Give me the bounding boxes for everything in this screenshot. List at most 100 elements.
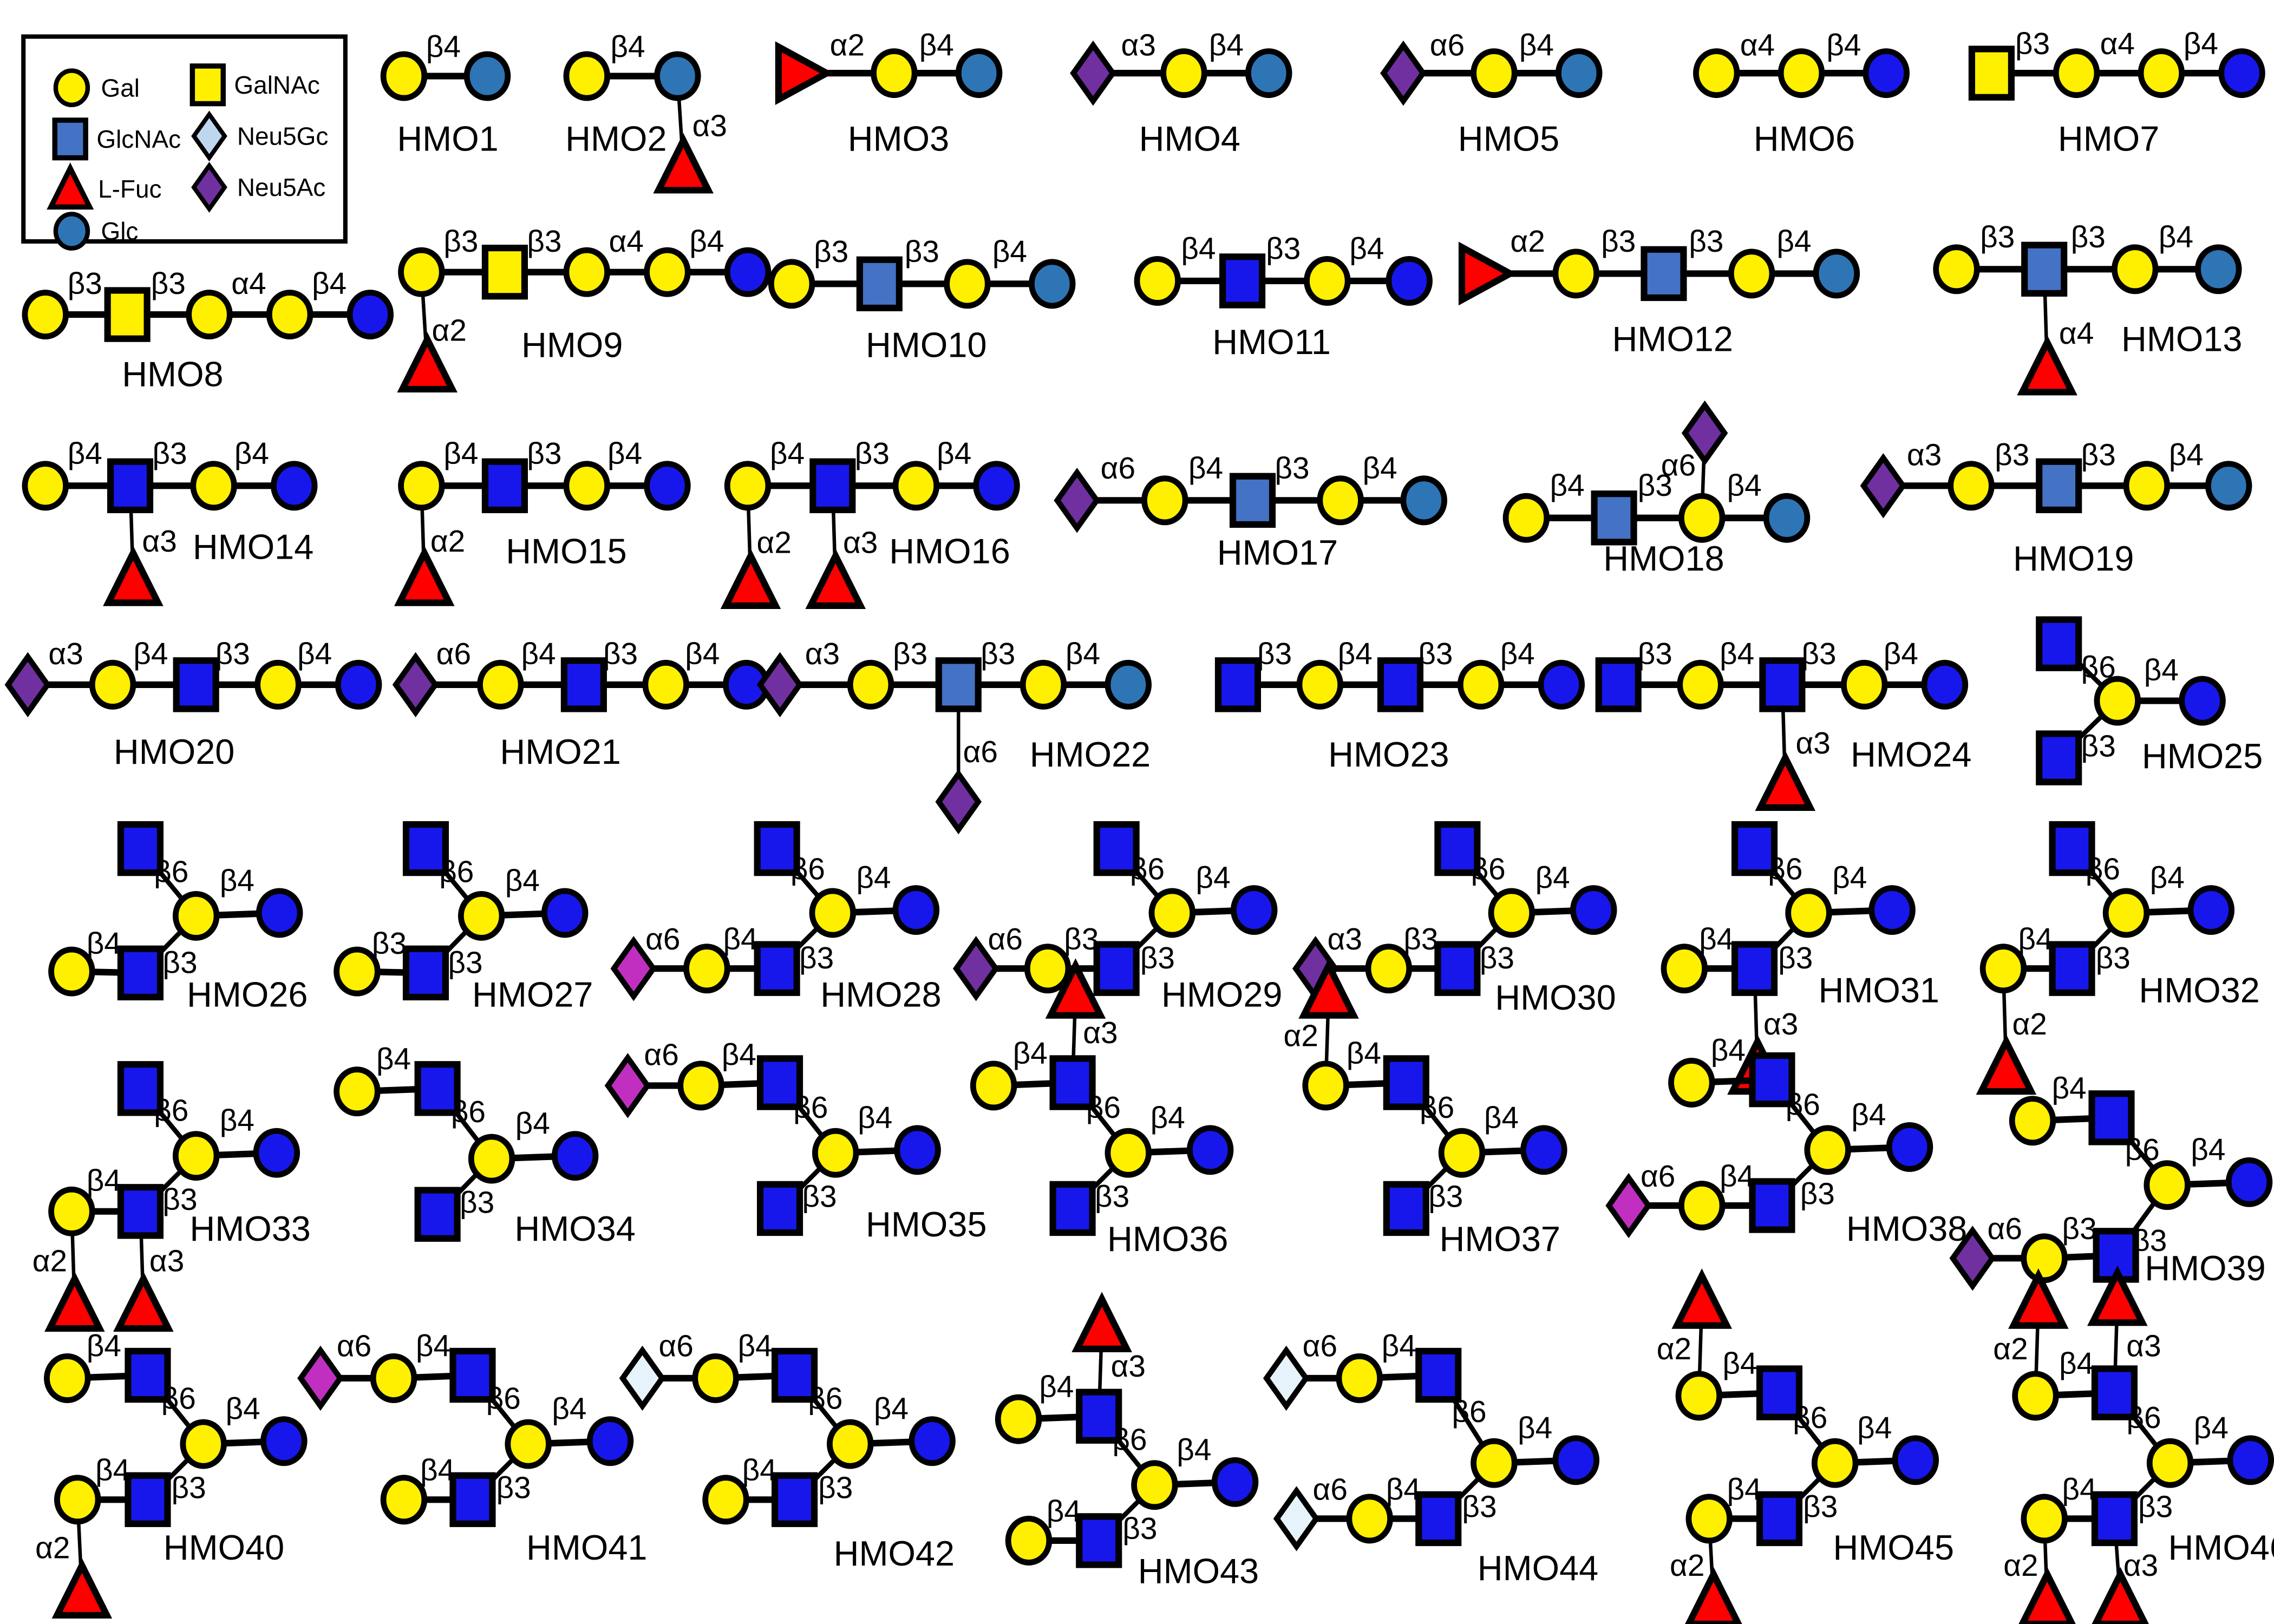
residue-glcnac-icon bbox=[1377, 657, 1424, 712]
legend-label: Neu5Gc bbox=[237, 122, 329, 150]
residue-glc-icon bbox=[724, 247, 772, 297]
linkage-label: α6 bbox=[644, 1038, 678, 1072]
residue-gal-icon bbox=[1728, 248, 1775, 299]
linkage-label: β4 bbox=[1826, 29, 1861, 63]
residue-l-fuc-icon bbox=[653, 133, 714, 194]
residue-glc-icon bbox=[644, 461, 691, 511]
residue-glcnac-icon bbox=[856, 256, 903, 311]
residue-gal-icon bbox=[1131, 1460, 1178, 1510]
residue-gal-icon bbox=[827, 1419, 874, 1469]
residue-glc-icon bbox=[2218, 48, 2265, 99]
linkage-label: α6 bbox=[1988, 1212, 2022, 1246]
residue-gal-icon bbox=[1677, 659, 1724, 710]
residue-neu5ac-icon bbox=[952, 935, 999, 1001]
residue-l-fuc-icon bbox=[805, 548, 866, 609]
linkage-label: β3 bbox=[151, 267, 186, 301]
hmo-name: HMO22 bbox=[1030, 735, 1151, 774]
linkage-label: β3 bbox=[68, 267, 102, 301]
residue-galnac-icon bbox=[481, 245, 528, 300]
residue-glcnac-icon bbox=[1076, 1513, 1122, 1568]
residue-glcnac-icon bbox=[1749, 1052, 1795, 1108]
linkage-label: β3 bbox=[443, 225, 478, 259]
residue-glcnac-icon bbox=[2049, 821, 2095, 876]
linkage-label: α6 bbox=[1641, 1160, 1675, 1194]
residue-gal-icon bbox=[692, 1353, 739, 1403]
residue-glc-icon bbox=[892, 885, 940, 935]
linkage-label: β4 bbox=[1720, 637, 1754, 671]
residue-glcnac-icon bbox=[1756, 1365, 1803, 1420]
legend-item-glcnac: GlcNAc bbox=[52, 117, 181, 161]
hmo-name: HMO17 bbox=[1217, 533, 1338, 572]
linkage-label: β4 bbox=[610, 30, 645, 64]
residue-gal-icon bbox=[2053, 48, 2100, 99]
hmo-name: HMO18 bbox=[1603, 539, 1724, 578]
residue-gal-icon bbox=[1438, 1128, 1486, 1178]
residue-gal-icon bbox=[995, 1394, 1042, 1444]
linkage-label: β4 bbox=[2159, 220, 2193, 254]
residue-glcnac-icon bbox=[117, 945, 164, 1000]
linkage-label: β3 bbox=[372, 927, 407, 961]
residue-gal-icon bbox=[380, 1475, 428, 1525]
linkage-label: β4 bbox=[420, 1453, 455, 1488]
residue-gal-icon bbox=[563, 51, 611, 101]
residue-gal-icon bbox=[2138, 48, 2185, 99]
residue-gal-icon bbox=[48, 1186, 95, 1236]
hmo-name: HMO30 bbox=[1495, 978, 1616, 1017]
linkage-label: α3 bbox=[142, 525, 177, 559]
residue-gal-icon bbox=[468, 1134, 515, 1184]
residue-gal-icon bbox=[1304, 256, 1351, 306]
residue-glc-icon bbox=[260, 1416, 308, 1466]
hmo-name: HMO15 bbox=[506, 532, 626, 571]
residue-neu5ac-icon bbox=[1681, 400, 1728, 466]
residue-glcnac-icon bbox=[1434, 941, 1481, 996]
residue-gal-icon bbox=[1785, 888, 1832, 938]
residue-l-fuc-icon bbox=[103, 546, 164, 606]
linkage-label: β4 bbox=[1484, 1101, 1519, 1135]
linkage-label: β4 bbox=[220, 1104, 254, 1138]
linkage-label: β4 bbox=[1181, 232, 1216, 266]
residue-neu5gc-icon bbox=[1263, 1345, 1310, 1411]
residue-glc-icon bbox=[2227, 1435, 2274, 1485]
residue-gal-icon bbox=[1661, 944, 1708, 994]
linkage-label: β4 bbox=[2059, 1347, 2094, 1381]
hmo-name: HMO27 bbox=[472, 974, 593, 1014]
residue-glcnac-icon bbox=[402, 945, 449, 1000]
residue-gal-icon bbox=[22, 290, 69, 340]
linkage-label: β3 bbox=[1480, 941, 1514, 975]
hmo-name: HMO21 bbox=[500, 732, 620, 771]
residue-gal-icon bbox=[380, 51, 428, 101]
residue-glc-icon bbox=[347, 290, 394, 340]
residue-gal-icon bbox=[2102, 888, 2150, 938]
residue-neu5ac-icon bbox=[604, 1053, 651, 1118]
linkage-label: β4 bbox=[552, 1392, 586, 1426]
residue-glcnac-icon bbox=[1731, 821, 1778, 876]
linkage-label: β3 bbox=[1778, 941, 1813, 975]
residue-gal-icon bbox=[1134, 256, 1181, 306]
residue-gal-icon bbox=[1457, 659, 1505, 710]
linkage-label: α2 bbox=[2003, 1549, 2038, 1583]
hmo-name: HMO7 bbox=[2058, 119, 2159, 158]
linkage-label: β3 bbox=[1140, 941, 1175, 975]
residue-glcnac-icon bbox=[173, 657, 219, 712]
legend-label: GlcNAc bbox=[96, 125, 181, 153]
residue-neu5ac-icon bbox=[297, 1345, 344, 1411]
residue-gal-icon bbox=[2009, 1096, 2056, 1146]
residue-glcnac-icon bbox=[1383, 1181, 1429, 1236]
hmo-name: HMO24 bbox=[1851, 735, 1971, 774]
legend-label: GalNAc bbox=[234, 71, 319, 99]
residue-gal-icon bbox=[892, 461, 940, 511]
linkage-label: β3 bbox=[1638, 469, 1672, 503]
residue-glc-icon bbox=[2187, 885, 2235, 935]
linkage-label: β4 bbox=[2184, 27, 2218, 61]
linkage-label: β3 bbox=[152, 437, 187, 471]
linkage-label: α2 bbox=[1657, 1332, 1691, 1366]
residue-l-fuc-icon bbox=[1685, 1567, 1742, 1624]
linkage-label: β4 bbox=[1884, 637, 1918, 671]
linkage-label: β3 bbox=[1980, 220, 2015, 254]
linkage-label: β4 bbox=[856, 861, 891, 895]
